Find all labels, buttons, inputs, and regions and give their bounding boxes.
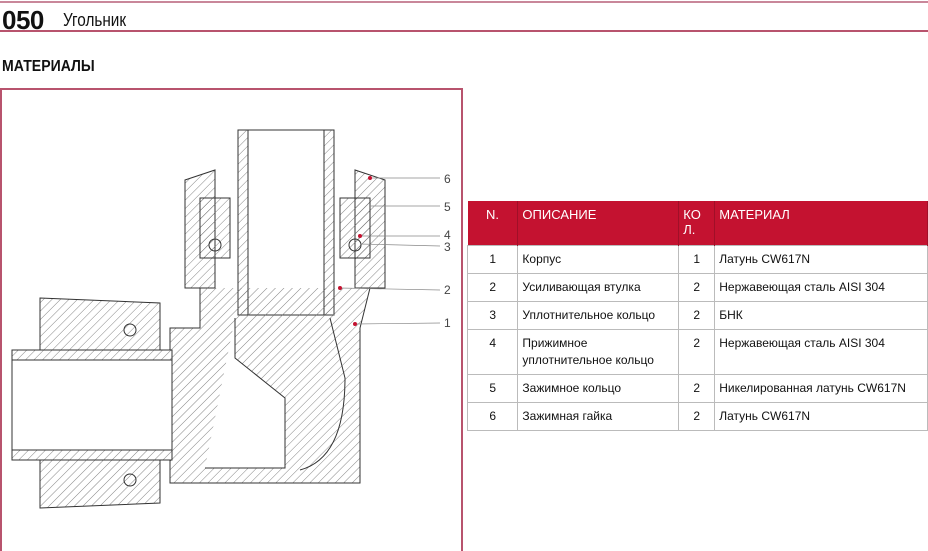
top-rule xyxy=(0,1,928,3)
row-quantity: 1 xyxy=(678,245,716,274)
row-number: 1 xyxy=(466,245,519,274)
row-quantity: 2 xyxy=(678,273,716,302)
callout-2: 2 xyxy=(444,283,451,297)
row-material: Нержавеющая сталь AISI 304 xyxy=(714,329,928,375)
drawing-frame xyxy=(0,88,463,551)
row-number: 2 xyxy=(466,273,519,302)
col-description: ОПИСАНИЕ xyxy=(517,201,680,246)
row-description: Уплотнительное кольцо xyxy=(517,301,680,330)
callout-5: 5 xyxy=(444,200,451,214)
row-number: 4 xyxy=(466,329,519,375)
row-quantity: 2 xyxy=(678,329,716,375)
section-title: МАТЕРИАЛЫ xyxy=(2,58,95,75)
row-material: Нержавеющая сталь AISI 304 xyxy=(714,273,928,302)
elbow-fitting-drawing xyxy=(11,129,441,509)
row-quantity: 2 xyxy=(678,402,716,431)
row-description: Корпус xyxy=(517,245,680,274)
row-material: Латунь CW617N xyxy=(714,402,928,431)
header-rule xyxy=(0,30,928,32)
row-number: 3 xyxy=(466,301,519,330)
product-title: Угольник xyxy=(63,10,127,30)
row-number: 6 xyxy=(466,402,519,431)
callout-4: 4 xyxy=(444,228,451,242)
callout-3: 3 xyxy=(444,240,451,254)
callout-6: 6 xyxy=(444,172,451,186)
row-description: Зажимное кольцо xyxy=(517,374,680,403)
row-number: 5 xyxy=(466,374,519,403)
row-quantity: 2 xyxy=(678,301,716,330)
row-material: Никелированная латунь CW617N xyxy=(714,374,928,403)
row-description: Зажимная гайка xyxy=(517,402,680,431)
col-qty: КО Л. xyxy=(678,201,716,246)
table-header: N. ОПИСАНИЕ КО Л. МАТЕРИАЛ xyxy=(467,201,928,246)
row-quantity: 2 xyxy=(678,374,716,403)
row-description: Усиливающая втулка xyxy=(517,273,680,302)
col-material: МАТЕРИАЛ xyxy=(714,201,928,246)
row-description: Прижимное уплотнительное кольцо xyxy=(517,329,680,375)
row-material: Латунь CW617N xyxy=(714,245,928,274)
row-material: БНК xyxy=(714,301,928,330)
col-n: N. xyxy=(467,201,519,246)
callout-1: 1 xyxy=(444,316,451,330)
